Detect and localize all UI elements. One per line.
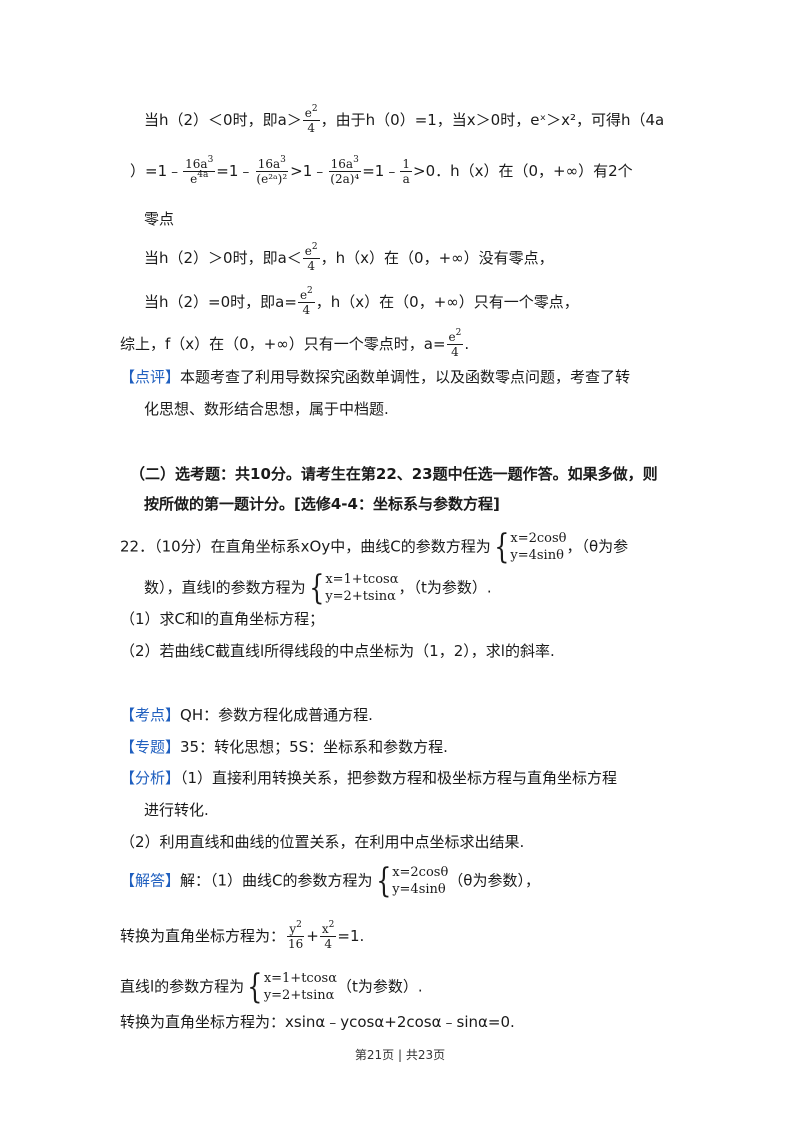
comment-line: 化思想、数形结合思想，属于中档题. — [144, 400, 389, 418]
kaodian-line: 【考点】QH：参数方程化成普通方程. — [120, 706, 373, 724]
fenxi-line: 进行转化. — [144, 801, 209, 819]
fenxi-line: （2）利用直线和曲线的位置关系，在利用中点坐标求出结果. — [120, 833, 525, 851]
fenxi-tag: 【分析】 — [120, 769, 181, 787]
conversion-line: 转换为直角坐标方程为：xsinα﹣ycosα+2cosα﹣sinα=0. — [120, 1013, 515, 1031]
question-part: （1）求C和l的直角坐标方程； — [120, 610, 325, 628]
zhuanti-tag: 【专题】 — [120, 738, 181, 756]
question-part: （2）若曲线C截直线l所得线段的中点坐标为（1，2），求l的斜率. — [120, 642, 555, 660]
fraction: 16a3(e²ᵃ)² — [255, 155, 288, 186]
section-heading: （二）选考题：共10分。请考生在第22、23题中任选一题作答。如果多做，则 — [130, 465, 658, 483]
text-line: 零点 — [144, 210, 175, 228]
comment-line: 【点评】本题考查了利用导数探究函数单调性，以及函数零点问题，考查了转 — [120, 368, 631, 386]
text: 当h（2）＜0时，即a＞ — [144, 111, 302, 129]
section-heading: 按所做的第一题计分。[选修4-4：坐标系与参数方程] — [144, 495, 500, 513]
jieda-tag: 【解答】 — [120, 871, 181, 890]
zhuanti-line: 【专题】35：转化思想；5S：坐标系和参数方程. — [120, 738, 448, 756]
fraction: 16a3(2a)⁴ — [328, 155, 361, 186]
comment-tag: 【点评】 — [120, 368, 181, 386]
text: ，由于h（0）=1，当x＞0时，eˣ＞x²，可得h（4a — [320, 111, 665, 129]
page-footer: 第21页 | 共23页 — [354, 1048, 446, 1062]
fenxi-line: 【分析】（1）直接利用转换关系，把参数方程和极坐标方程与直角坐标方程 — [120, 769, 618, 787]
kaodian-tag: 【考点】 — [120, 706, 181, 724]
